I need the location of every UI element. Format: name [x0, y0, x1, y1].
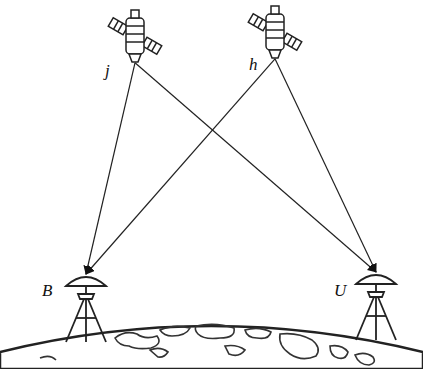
node-label: B [42, 282, 52, 299]
antenna-icon [346, 264, 406, 344]
ground-station: B [56, 266, 116, 346]
antenna-icon [56, 266, 116, 346]
ground-station: U [346, 264, 406, 344]
node-label: j [105, 62, 110, 79]
node-label: h [249, 56, 258, 73]
signal-line [275, 59, 376, 272]
signal-line [86, 63, 135, 274]
satellite: h [247, 0, 303, 70]
node-label: U [334, 282, 346, 299]
signal-line [135, 63, 376, 272]
satellite-icon [107, 4, 163, 74]
satellite: j [107, 4, 163, 74]
signal-line [86, 59, 275, 274]
